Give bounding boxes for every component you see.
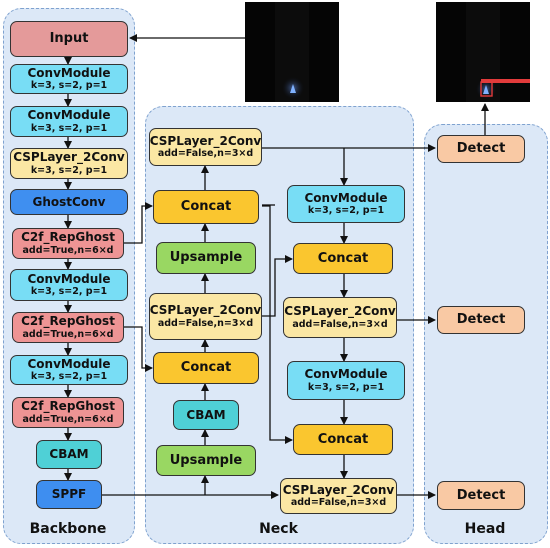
csp-layer-neck-mid-params: add=False,n=3×d [157, 317, 254, 329]
detect-1-label: Detect [456, 141, 506, 157]
upsample-2: Upsample [156, 445, 256, 476]
csp-layer-backbone-params: k=3, s=2, p=1 [30, 164, 108, 176]
concat-1-label: Concat [180, 199, 232, 215]
conv-module-4-params: k=3, s=2, p=1 [30, 371, 108, 383]
backbone-label: Backbone [29, 521, 107, 537]
csp-layer-backbone: CSPLayer_2Conv k=3, s=2, p=1 [10, 148, 128, 179]
detect-3-label: Detect [456, 487, 506, 503]
conv-module-1-title: ConvModule [27, 65, 111, 80]
conv-module-2: ConvModule k=3, s=2, p=1 [10, 106, 128, 137]
concat-neck-r1-label: Concat [317, 250, 369, 266]
csp-layer-neck-mid: CSPLayer_2Conv add=False,n=3×d [149, 293, 262, 340]
conv-module-3-params: k=3, s=2, p=1 [30, 286, 108, 298]
csp-layer-neck-top-title: CSPLayer_2Conv [149, 133, 262, 148]
csp-layer-neck-r1: CSPLayer_2Conv add=False,n=3×d [283, 297, 397, 338]
c2f-repghost-3-title: C2f_RepGhost [21, 399, 115, 414]
conv-module-3-title: ConvModule [27, 271, 111, 286]
conv-module-neck-1: ConvModule k=3, s=2, p=1 [287, 185, 405, 223]
conv-module-neck-1-params: k=3, s=2, p=1 [307, 205, 385, 217]
upsample-1-label: Upsample [169, 250, 243, 266]
upsample-2-label: Upsample [169, 452, 243, 468]
detect-1: Detect [437, 135, 525, 163]
csp-layer-backbone-title: CSPLayer_2Conv [13, 150, 125, 165]
conv-module-neck-1-title: ConvModule [304, 190, 388, 205]
upsample-1: Upsample [156, 242, 256, 274]
csp-layer-neck-top-params: add=False,n=3×d [157, 148, 254, 160]
c2f-repghost-2-title: C2f_RepGhost [21, 314, 115, 329]
concat-2: Concat [153, 352, 259, 384]
csp-layer-neck-r2-title: CSPLayer_2Conv [282, 482, 395, 497]
conv-module-neck-2-title: ConvModule [304, 367, 388, 382]
neck-label: Neck [259, 521, 298, 537]
head-label: Head [464, 521, 506, 537]
conv-module-1-params: k=3, s=2, p=1 [30, 80, 108, 92]
c2f-repghost-2: C2f_RepGhost add=True,n=6×d [12, 312, 124, 343]
cbam-backbone: CBAM [36, 440, 102, 469]
concat-2-label: Concat [180, 360, 232, 376]
input-image [245, 2, 339, 102]
c2f-repghost-1: C2f_RepGhost add=True,n=6×d [12, 228, 124, 259]
detect-2: Detect [437, 306, 525, 334]
concat-neck-r2: Concat [293, 424, 393, 455]
conv-module-4: ConvModule k=3, s=2, p=1 [10, 355, 128, 385]
csp-layer-neck-mid-title: CSPLayer_2Conv [149, 303, 262, 318]
csp-layer-neck-r1-title: CSPLayer_2Conv [284, 304, 396, 319]
conv-module-1: ConvModule k=3, s=2, p=1 [10, 64, 128, 94]
cbam-neck-label: CBAM [186, 407, 226, 422]
head-panel [424, 124, 548, 544]
concat-1: Concat [153, 190, 259, 224]
conv-module-neck-2: ConvModule k=3, s=2, p=1 [287, 361, 405, 400]
input-block: Input [10, 21, 128, 57]
conv-module-3: ConvModule k=3, s=2, p=1 [10, 269, 128, 301]
conv-module-2-params: k=3, s=2, p=1 [30, 122, 108, 134]
ghost-conv-block: GhostConv [10, 189, 128, 215]
c2f-repghost-1-title: C2f_RepGhost [21, 230, 115, 245]
c2f-repghost-3-params: add=True,n=6×d [22, 413, 114, 425]
cbam-neck: CBAM [173, 400, 239, 430]
concat-neck-r2-label: Concat [317, 431, 369, 447]
concat-neck-r1: Concat [293, 243, 393, 274]
csp-layer-neck-r1-params: add=False,n=3×d [292, 318, 388, 330]
csp-layer-neck-top: CSPLayer_2Conv add=False,n=3×d [149, 128, 262, 166]
conv-module-2-title: ConvModule [27, 108, 111, 123]
csp-layer-neck-r2-params: add=False,n=3×d [290, 497, 387, 509]
output-image [436, 2, 530, 102]
detect-2-label: Detect [456, 312, 506, 328]
sppf-block: SPPF [36, 480, 102, 509]
detect-3: Detect [437, 481, 525, 510]
c2f-repghost-3: C2f_RepGhost add=True,n=6×d [12, 397, 124, 428]
sppf-label: SPPF [51, 487, 87, 502]
input-label: Input [49, 31, 89, 47]
ghost-conv-label: GhostConv [32, 194, 106, 209]
c2f-repghost-1-params: add=True,n=6×d [22, 244, 114, 256]
c2f-repghost-2-params: add=True,n=6×d [22, 328, 114, 340]
cbam-backbone-label: CBAM [49, 447, 89, 462]
csp-layer-neck-r2: CSPLayer_2Conv add=False,n=3×d [280, 478, 397, 514]
conv-module-neck-2-params: k=3, s=2, p=1 [307, 381, 385, 393]
conv-module-4-title: ConvModule [27, 356, 111, 371]
